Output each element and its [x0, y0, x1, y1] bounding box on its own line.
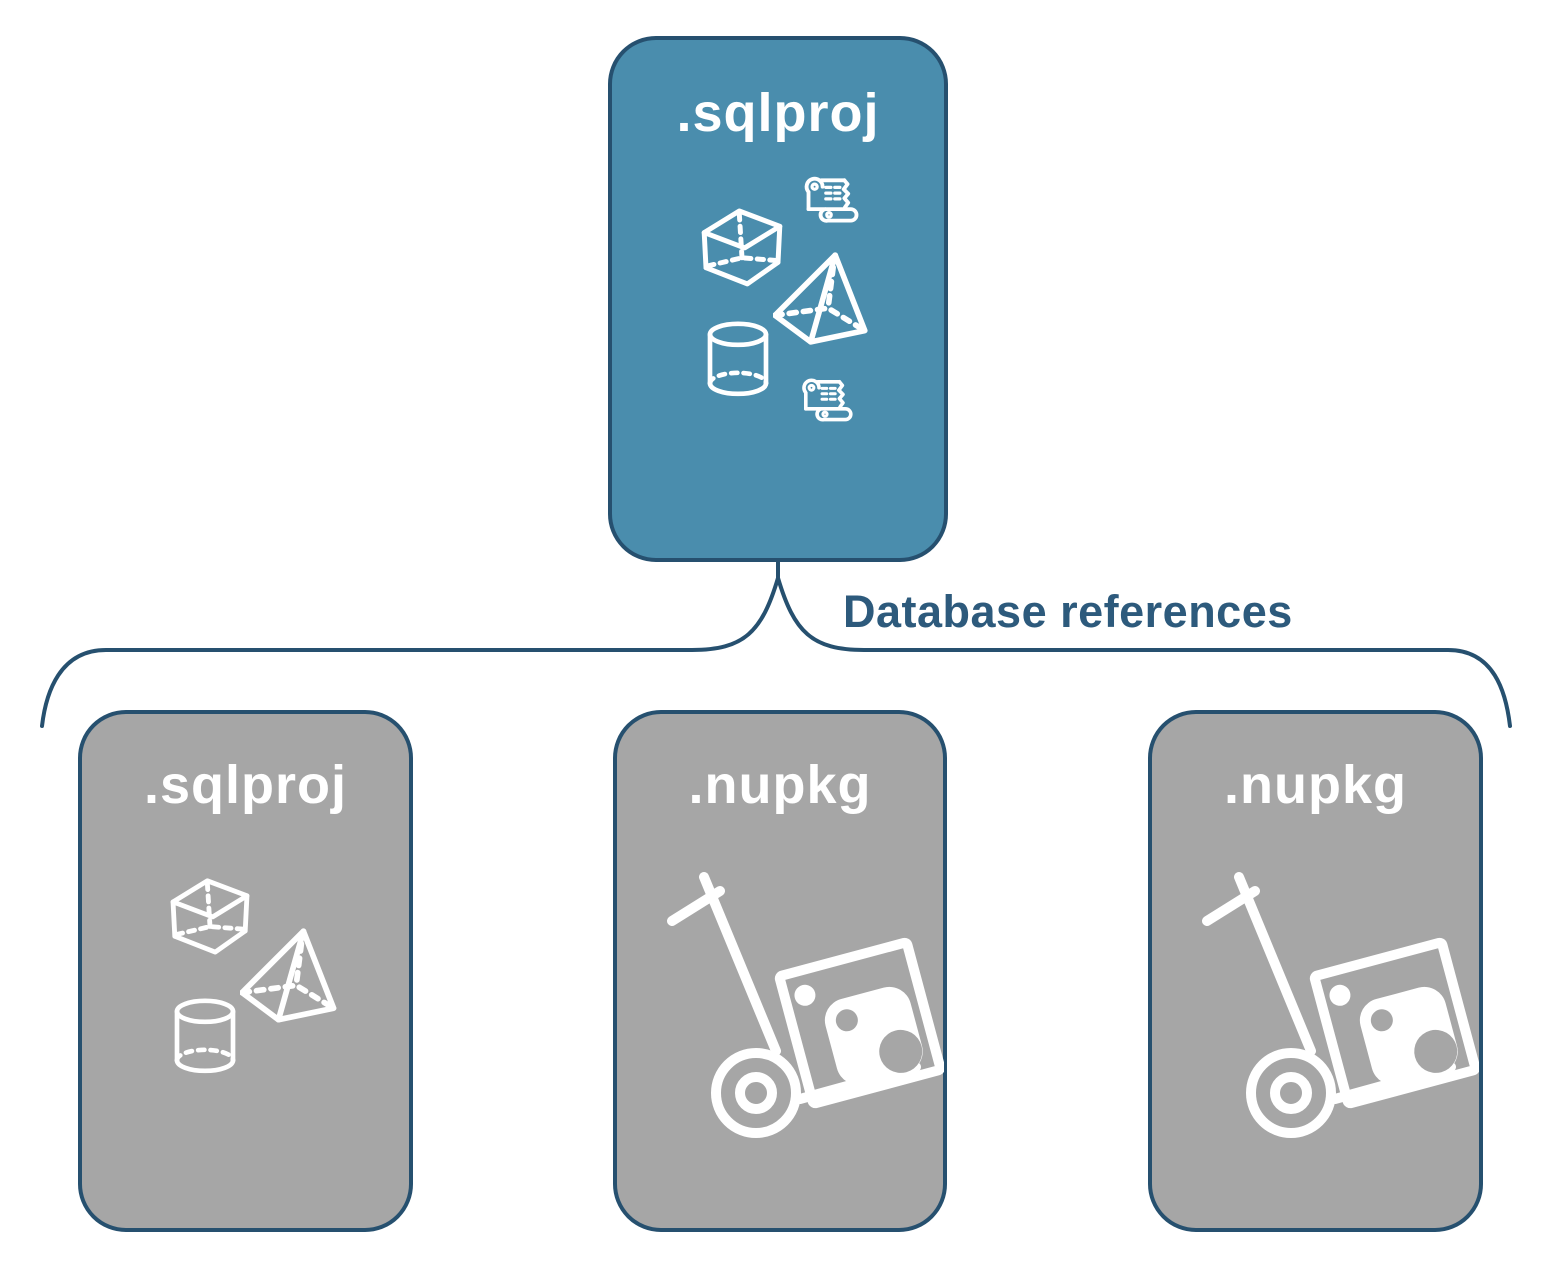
pyramid-icon [775, 255, 865, 342]
scroll-icon [802, 378, 853, 422]
nuget-package-dolly-icon [664, 869, 944, 1169]
sql-objects-icon [166, 872, 356, 1087]
cube-icon [173, 881, 247, 952]
cube-icon [704, 211, 780, 284]
box-title: .sqlproj [143, 755, 347, 815]
connector-label: Database references [843, 586, 1293, 637]
scroll-icon [804, 176, 859, 223]
nuget-package-dolly-icon [1199, 869, 1479, 1169]
nupkg-reference-box: .nupkg [613, 710, 947, 1232]
sqlproj-project-box: .sqlproj [608, 36, 948, 562]
box-title: .sqlproj [676, 83, 880, 143]
sqlproj-reference-box: .sqlproj [78, 710, 413, 1232]
pyramid-icon [242, 931, 334, 1019]
sql-objects-icon [697, 176, 887, 422]
box-title: .nupkg [1224, 755, 1407, 815]
cylinder-icon [177, 1001, 233, 1071]
box-title: .nupkg [688, 755, 872, 815]
nupkg-reference-box: .nupkg [1148, 710, 1483, 1232]
cylinder-icon [710, 324, 766, 394]
